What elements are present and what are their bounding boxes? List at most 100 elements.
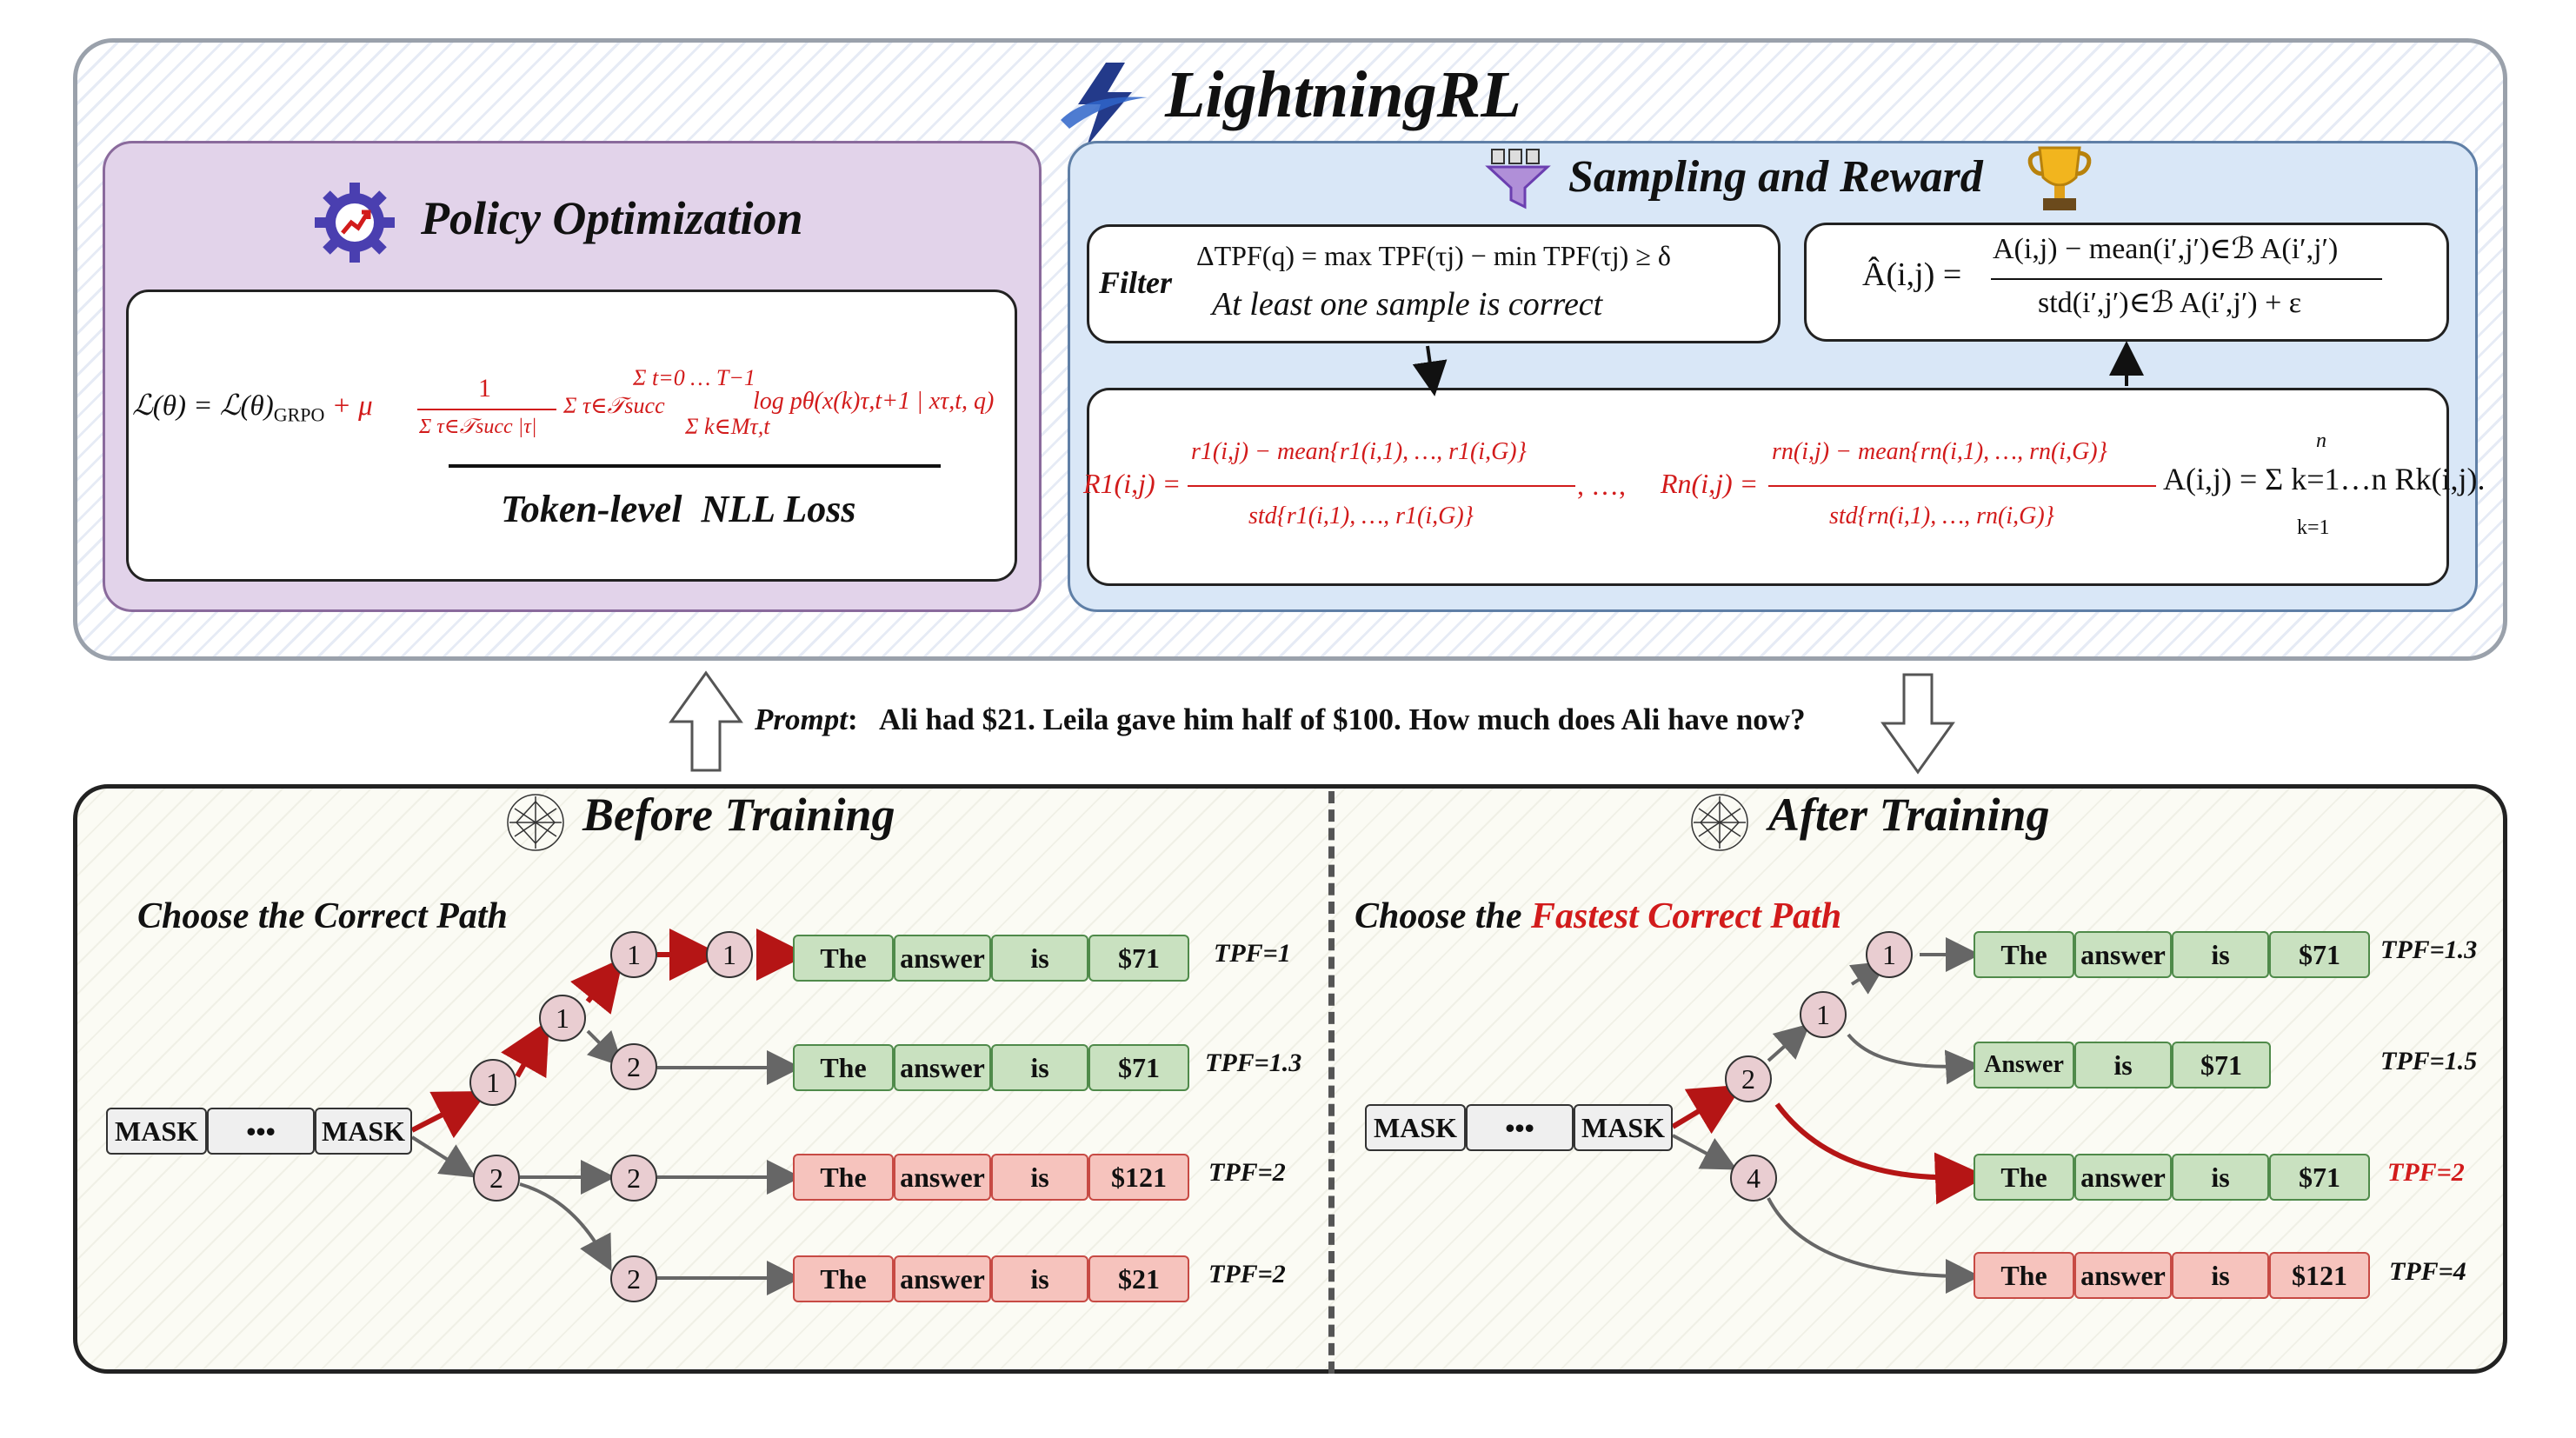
advantage-den: std(i′,j′)∈ℬ A(i′,j′) + ε: [2038, 287, 2302, 319]
reward-rn-den: std{rn(i,1), …, rn(i,G)}: [1829, 503, 2054, 529]
before-row2-token: $71: [1088, 1044, 1189, 1091]
reward-rn-num: rn(i,j) − mean{rn(i,1), …, rn(i,G)}: [1772, 438, 2107, 465]
after-row4-token: is: [2172, 1252, 2269, 1299]
after-title: After Training: [1768, 789, 2050, 841]
after-row3-token: answer: [2074, 1154, 2172, 1201]
filter-formula: ΔTPF(q) = max TPF(τj) − min TPF(τj) ≥ δ: [1196, 240, 1671, 271]
prompt-line: Prompt: Ali had $21. Leila gave him half…: [755, 702, 1806, 736]
funnel-icon: [1485, 149, 1551, 210]
loss-sum-2: Σ t=0 … T−1: [633, 365, 755, 390]
before-row2-token: answer: [894, 1044, 991, 1091]
after-mask-token: MASK: [1574, 1104, 1673, 1151]
before-node: 1: [469, 1059, 516, 1106]
after-row3-token: is: [2172, 1154, 2269, 1201]
before-row4-tpf: TPF=2: [1208, 1260, 1286, 1288]
before-node: 1: [610, 931, 657, 978]
neural-net-icon: [507, 794, 564, 851]
policy-title: Policy Optimization: [421, 192, 803, 244]
after-subtitle: Choose the Fastest Correct Path: [1355, 896, 1842, 936]
reward-r1-bar: [1188, 485, 1575, 487]
before-row3-token: The: [793, 1154, 894, 1201]
after-node: 4: [1730, 1155, 1777, 1202]
filter-box: [1087, 224, 1781, 343]
before-row2-token: The: [793, 1044, 894, 1091]
reward-sum-bot: k=1: [2297, 516, 2330, 539]
loss-sum-3: Σ k∈Mτ,t: [685, 414, 770, 439]
after-row1-tpf: TPF=1.3: [2380, 935, 2478, 964]
before-row1-tpf: TPF=1: [1214, 939, 1291, 968]
before-node: 1: [706, 931, 753, 978]
neural-net-icon: [1691, 794, 1748, 851]
before-row1-token: $71: [1088, 935, 1189, 982]
after-row4-token: answer: [2074, 1252, 2172, 1299]
advantage-bar: [1991, 278, 2382, 280]
reward-dots: , …,: [1577, 469, 1626, 501]
prompt-label: Prompt: [755, 702, 848, 736]
before-row4-token: The: [793, 1255, 894, 1302]
before-row4-token: is: [991, 1255, 1088, 1302]
after-row4-token: The: [1974, 1252, 2074, 1299]
after-row3-token: The: [1974, 1154, 2074, 1201]
reward-box: [1087, 388, 2449, 586]
after-row1-token: is: [2172, 931, 2269, 978]
before-node: 1: [539, 995, 586, 1042]
after-row1-token: $71: [2269, 931, 2370, 978]
before-mask-token: MASK: [106, 1108, 207, 1155]
before-node: 2: [610, 1255, 657, 1302]
after-row3-token: $71: [2269, 1154, 2370, 1201]
main-title: LightningRL: [1165, 58, 1521, 131]
loss-fraction-bar: [417, 409, 556, 410]
reward-r1-lhs: R1(i,j) =: [1083, 468, 1181, 499]
filter-subtext: At least one sample is correct: [1212, 286, 1603, 323]
before-node: 2: [610, 1155, 657, 1202]
reward-sum-top: n: [2316, 429, 2326, 452]
gear-chart-icon: [315, 183, 395, 263]
after-row2-token: $71: [2172, 1042, 2271, 1088]
before-mask-ellipsis: •••: [207, 1108, 315, 1155]
filter-label: Filter: [1099, 265, 1173, 300]
loss-caption: Token-level NLL Loss: [501, 488, 856, 530]
before-row4-token: $21: [1088, 1255, 1189, 1302]
before-row1-token: is: [991, 935, 1088, 982]
after-mask-ellipsis: •••: [1466, 1104, 1574, 1151]
after-row2-tpf: TPF=1.5: [2380, 1047, 2478, 1075]
loss-lhs: ℒ(θ) = ℒ(θ)GRPO + μ: [132, 390, 373, 426]
after-row1-token: The: [1974, 931, 2074, 978]
before-row3-tpf: TPF=2: [1208, 1158, 1286, 1187]
advantage-lhs: Â(i,j) =: [1862, 256, 1962, 293]
reward-rn-lhs: Rn(i,j) =: [1661, 468, 1759, 499]
after-row2-token: is: [2074, 1042, 2172, 1088]
trophy-icon: [2027, 146, 2092, 210]
before-row4-token: answer: [894, 1255, 991, 1302]
before-row2-token: is: [991, 1044, 1088, 1091]
advantage-box: [1804, 223, 2449, 342]
after-row4-tpf: TPF=4: [2389, 1257, 2466, 1286]
comparison-divider: [1328, 791, 1335, 1374]
reward-r1-num: r1(i,j) − mean{r1(i,1), …, r1(i,G)}: [1191, 438, 1527, 465]
before-title: Before Training: [582, 789, 895, 841]
before-mask-token: MASK: [315, 1108, 412, 1155]
loss-fraction-num: 1: [478, 374, 491, 403]
before-row1-token: answer: [894, 935, 991, 982]
after-mask-token: MASK: [1365, 1104, 1466, 1151]
before-row2-tpf: TPF=1.3: [1205, 1049, 1302, 1077]
before-row3-token: is: [991, 1154, 1088, 1201]
before-subtitle: Choose the Correct Path: [137, 896, 508, 936]
reward-rn-bar: [1768, 485, 2156, 487]
sampling-title: Sampling and Reward: [1568, 152, 1983, 202]
loss-fraction-den: Σ τ∈𝒯succ |τ|: [419, 416, 537, 438]
before-row3-token: $121: [1088, 1154, 1189, 1201]
loss-log-term: log pθ(x(k)τ,t+1 | xτ,t, q): [753, 388, 995, 415]
loss-underline: [449, 464, 941, 468]
loss-sum-1: Σ τ∈𝒯succ: [563, 393, 665, 418]
after-row3-tpf: TPF=2: [2387, 1158, 2465, 1187]
before-node: 2: [610, 1043, 657, 1090]
after-node: 1: [1800, 991, 1847, 1038]
loss-box: [126, 290, 1017, 582]
after-row4-token: $121: [2269, 1252, 2370, 1299]
before-row3-token: answer: [894, 1154, 991, 1201]
reward-r1-den: std{r1(i,1), …, r1(i,G)}: [1248, 503, 1474, 529]
lightning-logo-icon: [1061, 63, 1148, 146]
